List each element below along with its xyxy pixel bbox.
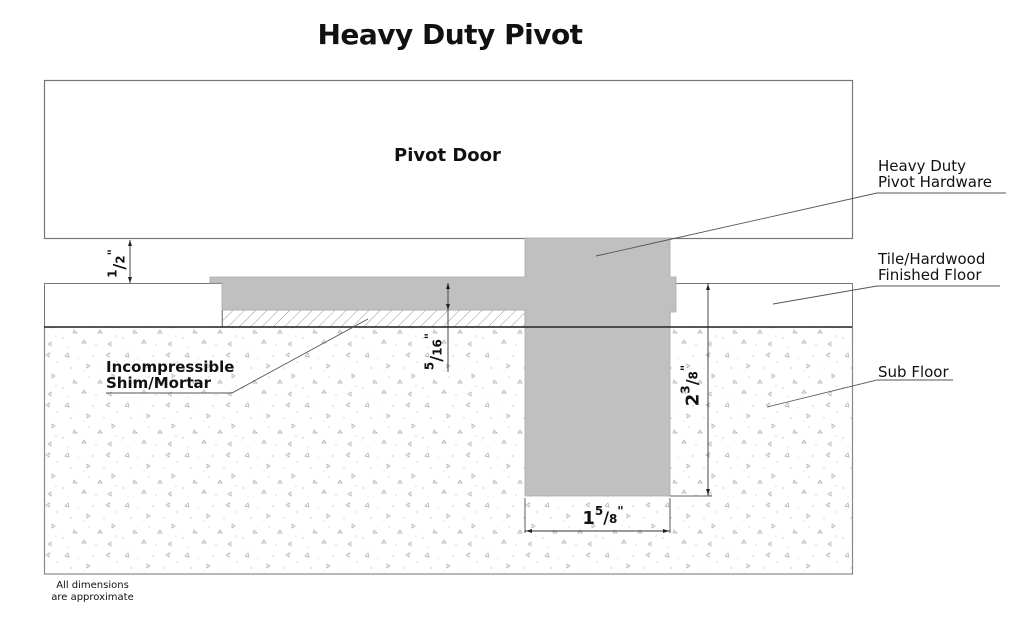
leader-shim [106,318,369,394]
pivot-door [43,79,854,240]
hardware-label-line1: Heavy Duty [878,157,967,175]
finished-floor-right [669,283,853,328]
approximate-note: All dimensions are approximate [40,580,145,604]
leader-hardware [595,192,1006,257]
hardware-label: Heavy Duty Pivot Hardware [878,158,992,190]
finished-floor-label: Tile/Hardwood Finished Floor [878,251,985,283]
door-label: Pivot Door [394,145,501,166]
finished-floor-label-line1: Tile/Hardwood [878,250,986,268]
shim-mortar [221,309,526,328]
dimension-door-gap: 1/2" [105,249,129,278]
finished-floor-label-line2: Finished Floor [878,266,982,284]
sub-floor-label: Sub Floor [878,363,949,381]
finished-floor-left [44,283,223,328]
leader-sub-floor [766,379,953,408]
diagram-title: Heavy Duty Pivot [317,18,583,51]
shim-label-line2: Shim/Mortar [106,374,212,392]
shim-label-line1: Incompressible [106,358,235,376]
approximate-note-line1: All dimensions [56,580,129,591]
leader-finished-floor [772,285,1000,305]
pivot-hardware [209,237,677,497]
shim-label: Incompressible Shim/Mortar [106,359,234,391]
hardware-label-line2: Pivot Hardware [878,173,993,191]
dimension-shim-depth: 5/16" [422,332,446,371]
approximate-note-line2: are approximate [51,592,134,603]
